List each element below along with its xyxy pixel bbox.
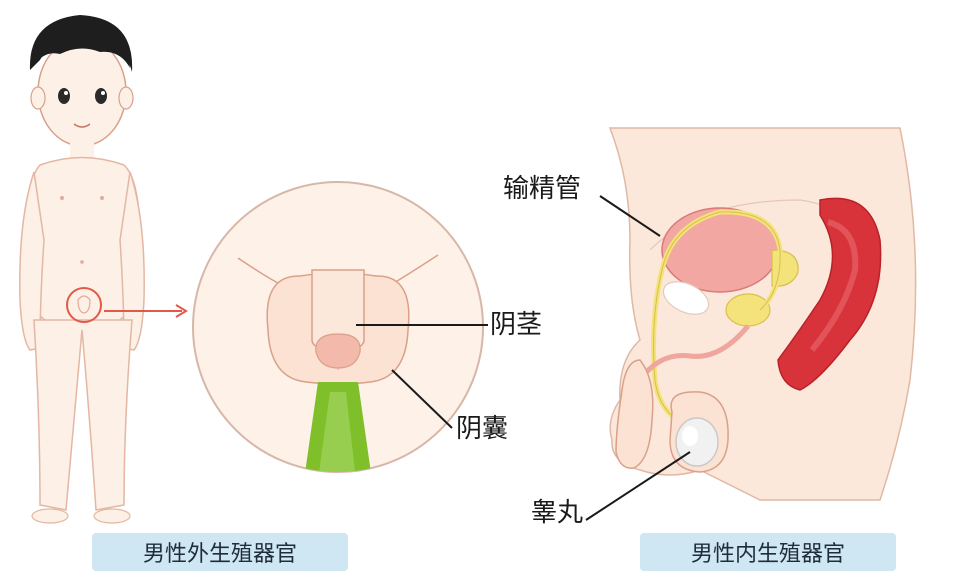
boy-figure [20, 15, 144, 523]
glans [316, 334, 360, 368]
caption-internal: 男性内生殖器官 [640, 533, 896, 571]
label-penis: 阴茎 [490, 312, 542, 338]
internal-organs [610, 128, 916, 500]
label-scrotum: 阴囊 [456, 416, 508, 442]
boy-legs [34, 320, 132, 510]
external-organs-zoom [193, 182, 483, 480]
boy-head [38, 38, 126, 146]
boy-eye-right [95, 88, 107, 104]
testis [676, 418, 718, 466]
caption-external: 男性外生殖器官 [92, 533, 348, 571]
boy-eye-left [58, 88, 70, 104]
label-testis: 睾丸 [531, 500, 583, 526]
label-vas-deferens: 输精管 [503, 176, 581, 202]
